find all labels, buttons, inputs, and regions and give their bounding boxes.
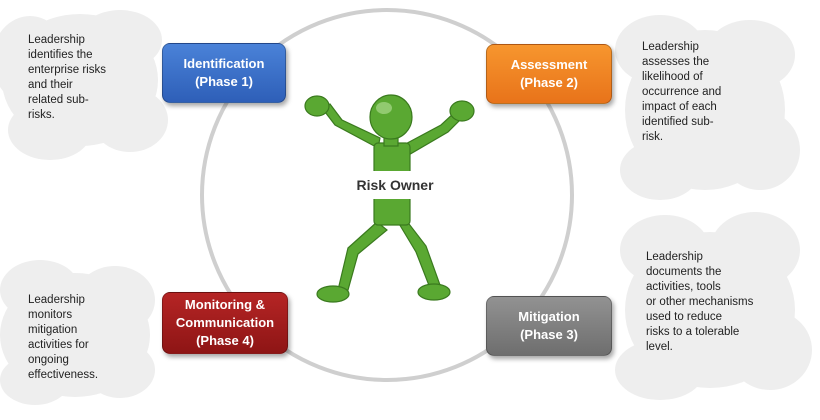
phase-identification-title: Identification [183,56,265,71]
phase-monitoring-title: Monitoring & [184,297,266,312]
cloud-bottom-left [0,260,155,405]
phase-mitigation-number: (Phase 3) [520,327,578,342]
phase-assessment-title: Assessment [510,57,588,72]
phase-monitoring[interactable]: Monitoring & Communication (Phase 4) [162,292,288,354]
phase-identification[interactable]: Identification (Phase 1) [162,43,286,103]
phase-mitigation[interactable]: Mitigation (Phase 3) [486,296,612,356]
phase-assessment-number: (Phase 2) [520,75,578,90]
note-identification: Leadership identifies the enterprise ris… [28,34,106,121]
cloud-top-right [615,15,800,200]
phase-mitigation-title: Mitigation [518,309,580,324]
phase-identification-number: (Phase 1) [195,74,253,89]
note-mitigation: Leadership documents the activities, too… [646,251,754,353]
phase-monitoring-subtitle: Communication [175,315,275,330]
risk-owner-label: Risk Owner [333,171,457,199]
note-assessment: Leadership assesses the likelihood of oc… [642,41,722,143]
risk-owner-figure [304,94,475,303]
cloud-bottom-right [615,212,812,400]
phase-monitoring-number: (Phase 4) [196,333,254,348]
note-monitoring: Leadership monitors mitigation activitie… [28,294,99,381]
cloud-top-left [0,10,168,160]
phase-assessment[interactable]: Assessment (Phase 2) [486,44,612,104]
process-ring [200,8,574,382]
